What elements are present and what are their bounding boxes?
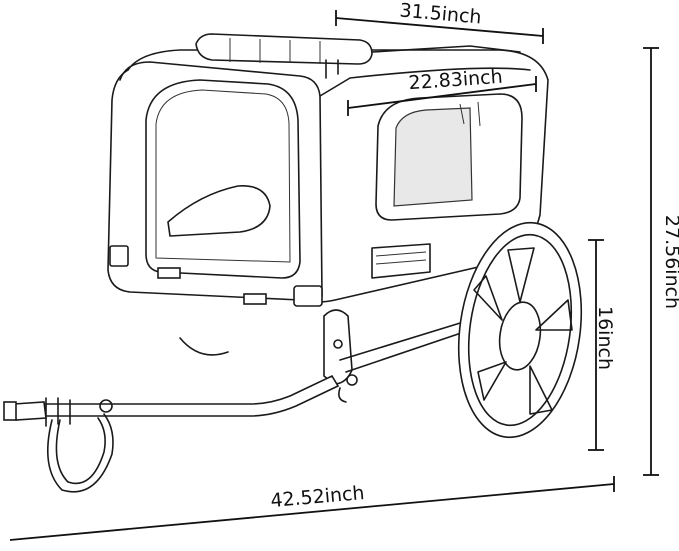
wheel-rim <box>467 233 573 427</box>
front-window <box>145 79 301 279</box>
roof-buckles <box>325 59 339 79</box>
left-reflector <box>109 245 129 267</box>
frame-rail <box>339 319 471 373</box>
safety-strap-inner <box>55 417 106 485</box>
side-straps <box>459 101 481 127</box>
dimension-total-height: 27.56inch <box>643 47 679 476</box>
dimension-top-width: 31.5inch <box>335 0 544 44</box>
hitch-bolt <box>333 339 343 349</box>
dimension-wheel-size: 16inch <box>588 239 616 451</box>
length-line <box>9 483 615 541</box>
wheel-label: 16inch <box>594 306 616 370</box>
roof-roll-lines <box>229 38 321 64</box>
front-reflector-left <box>157 267 181 279</box>
pocket-lines <box>375 251 427 265</box>
inner-width-line <box>347 83 537 109</box>
right-reflector <box>293 285 323 307</box>
tow-bar <box>39 374 340 417</box>
coupler-end <box>3 401 17 421</box>
hitch-bracket <box>323 309 353 385</box>
hitch-clip <box>338 387 347 403</box>
front-window-inner <box>155 89 291 263</box>
roof-edge <box>319 67 531 97</box>
wheel-spoke-2 <box>535 299 573 331</box>
wheel-hub <box>498 301 542 371</box>
front-reflector-right <box>243 293 267 305</box>
roof-roll-cover <box>195 33 373 65</box>
side-mesh <box>393 107 473 207</box>
wheel-spoke-1 <box>507 247 535 303</box>
side-pocket <box>371 243 431 279</box>
wheel-spoke-5 <box>473 275 503 321</box>
safety-strap <box>46 413 114 493</box>
hitch-pin <box>346 374 358 386</box>
tow-coupler <box>13 401 47 421</box>
bike-trailer-illustration <box>3 33 583 493</box>
tow-bar-knob <box>99 399 113 413</box>
top-width-line <box>335 17 544 37</box>
dimension-total-length: 42.52inch <box>9 476 615 541</box>
rear-wheel-hint <box>179 337 229 356</box>
front-panel-edge <box>119 61 323 297</box>
height-label: 27.56inch <box>661 215 679 309</box>
wheel-spoke-3 <box>529 365 553 415</box>
wheel-spoke-4 <box>477 361 507 401</box>
side-wheel <box>457 221 583 439</box>
inner-seat <box>167 185 271 237</box>
roof-strap <box>371 45 521 53</box>
dimension-inner-width: 22.83inch <box>347 66 537 116</box>
coupler-clamps <box>45 397 71 427</box>
